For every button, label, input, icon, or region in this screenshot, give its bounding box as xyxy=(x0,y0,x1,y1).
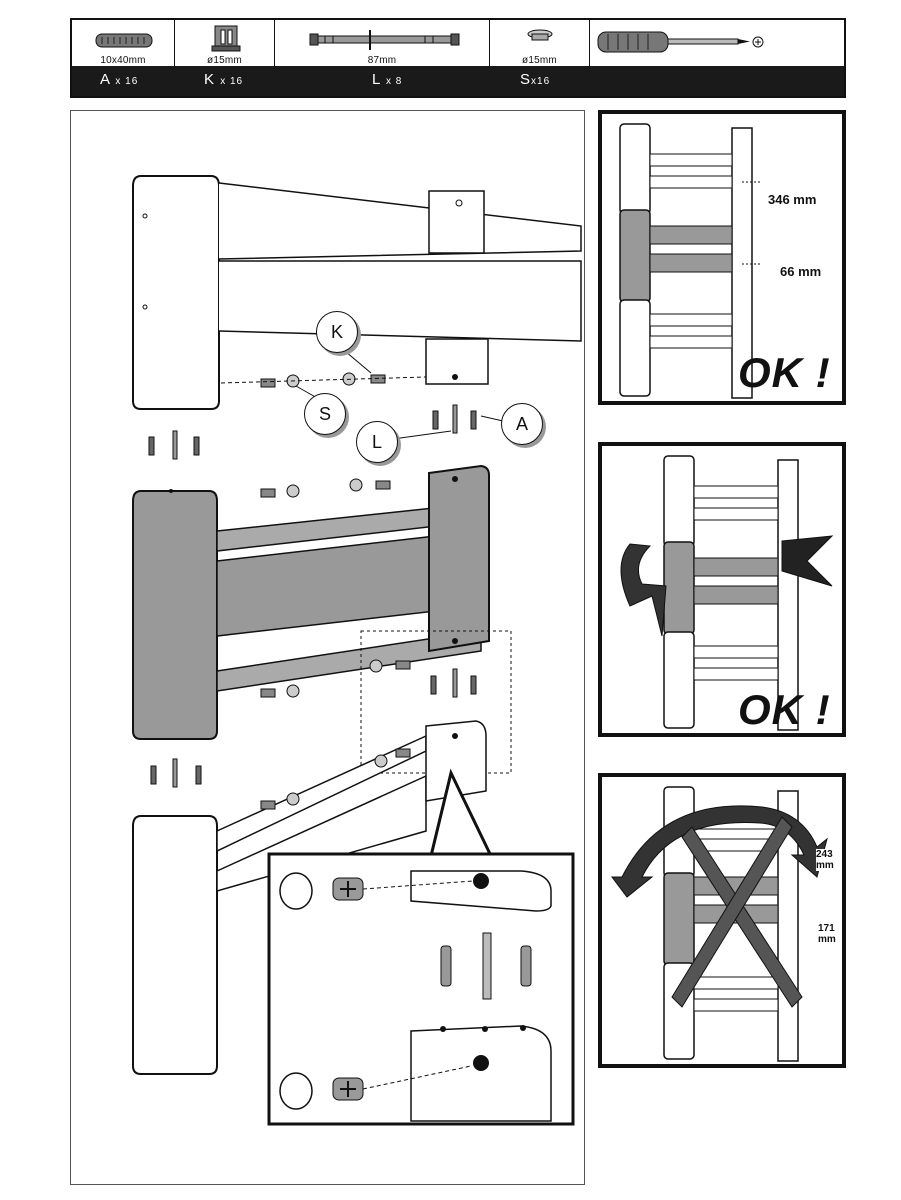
bed-end-diagram xyxy=(619,123,762,399)
main-assembly-frame: K S L A xyxy=(70,110,585,1185)
part-k-quantity: K x 16 xyxy=(204,71,244,88)
connecting-bolt-icon xyxy=(309,30,460,50)
wrong-orientation-panel: 243 mm 171 mm xyxy=(598,773,846,1068)
quantity-band: A x 16 K x 16 L x 8 Sx16 xyxy=(72,66,844,96)
callout-s: S xyxy=(304,393,346,435)
parts-list-header: 10x40mm ø15mm 87mm ø15mm xyxy=(70,18,846,98)
assembly-diagram xyxy=(132,175,582,1126)
ok-label: OK ! xyxy=(738,686,831,733)
correct-orientation-panel-1: 346 mm 66 mm OK ! xyxy=(598,110,846,405)
callout-a: A xyxy=(501,403,543,445)
part-s-quantity: Sx16 xyxy=(520,71,551,88)
part-a-quantity: A x 16 xyxy=(100,71,139,88)
cover-cap-icon xyxy=(527,29,553,41)
phillips-screwdriver-icon xyxy=(597,31,764,53)
dimension-171: 171 mm xyxy=(818,923,842,945)
tool-cell xyxy=(590,20,844,68)
callout-k: K xyxy=(316,311,358,353)
correct-orientation-panel-2: OK ! xyxy=(598,442,846,737)
cam-lock-icon xyxy=(211,25,241,52)
dowel-icon xyxy=(95,33,153,48)
dimension-346: 346 mm xyxy=(768,192,817,207)
dimension-66: 66 mm xyxy=(780,264,822,279)
ok-label: OK ! xyxy=(738,349,831,396)
part-l-spec: 87mm xyxy=(367,55,397,66)
part-k-cell: ø15mm xyxy=(175,20,275,68)
part-l-cell: 87mm xyxy=(275,20,490,68)
part-l-quantity: L x 8 xyxy=(372,71,403,88)
incorrect-assembly-diagram xyxy=(611,786,828,1062)
callout-l: L xyxy=(356,421,398,463)
part-a-spec: 10x40mm xyxy=(100,55,146,66)
dimension-243: 243 mm xyxy=(816,849,842,871)
bed-end-rotation-diagram xyxy=(620,455,834,731)
part-a-cell: 10x40mm xyxy=(72,20,175,68)
part-k-spec: ø15mm xyxy=(207,55,242,66)
part-s-spec: ø15mm xyxy=(522,55,557,66)
part-s-cell: ø15mm xyxy=(490,20,590,68)
